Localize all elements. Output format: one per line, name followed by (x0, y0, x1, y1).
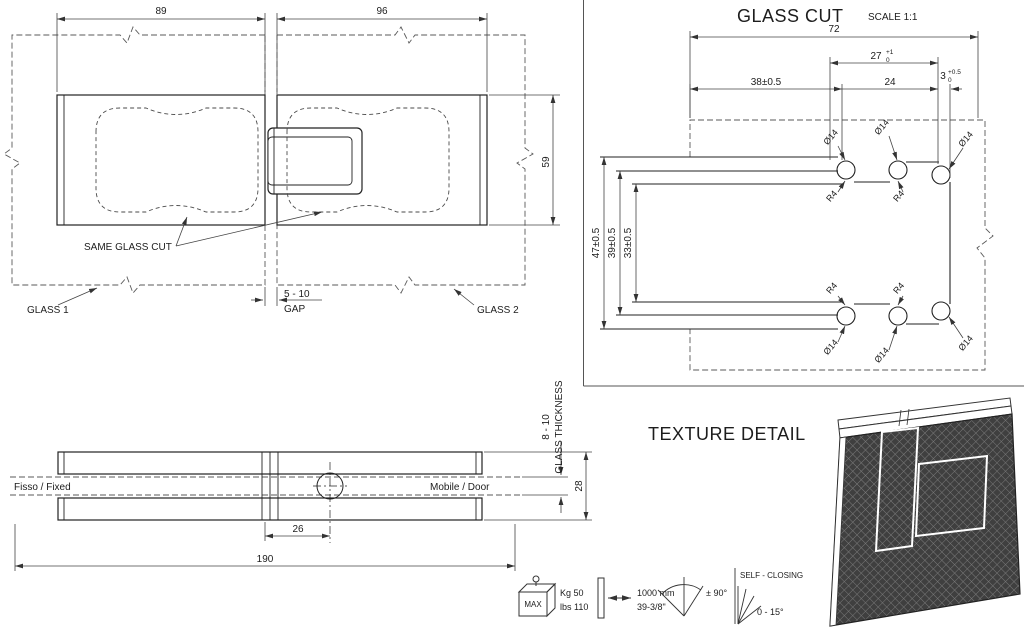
dim-27-tol-upper: +1 (886, 49, 894, 56)
hinge-body (57, 451, 483, 521)
weight-kg-label: Kg 50 (560, 588, 584, 598)
glass-boundary (689, 119, 994, 371)
sheet-dividers (583, 0, 1024, 387)
glass-cut-view: GLASS CUT SCALE 1:1 (591, 6, 994, 371)
dim-89-value: 89 (155, 6, 167, 17)
glass-thickness-dim: 8 - 10 GLASS THICKNESS (522, 380, 568, 513)
dim-47-value: 47±0.5 (591, 227, 602, 258)
self-closing-icon (734, 568, 762, 625)
dim-26: 26 (264, 522, 330, 541)
dim-27-value: 27 (870, 51, 882, 62)
glass1-label: GLASS 1 (27, 305, 69, 316)
gap-dimension: 5 - 10 GAP (251, 287, 322, 315)
mobile-label: Mobile / Door (430, 482, 490, 493)
fixed-label: Fisso / Fixed (14, 482, 71, 493)
glass-thickness-label: GLASS THICKNESS (554, 380, 565, 474)
same-glass-cut-callout: SAME GLASS CUT (84, 211, 323, 253)
radius-callout: R4 (824, 280, 839, 295)
diameter-callout: Ø14 (872, 345, 891, 364)
dim-3-value: 3 (940, 71, 946, 82)
opening-angle-icon (657, 577, 704, 617)
texture-detail-view: TEXTURE DETAIL (648, 397, 1021, 627)
glass-thickness-value: 8 - 10 (541, 414, 552, 440)
dim-96: 96 (276, 6, 488, 92)
dim-24-value: 24 (884, 77, 896, 88)
pivot (313, 462, 347, 543)
radius-callout: R4 (891, 188, 906, 203)
weight-lbs-label: lbs 110 (560, 602, 588, 612)
glass-left-edge-highlight (829, 436, 847, 627)
dim-72-value: 72 (828, 24, 840, 35)
plan-view: 89 96 59 5 - 10 GAP SAME GLASS CUT (3, 6, 560, 316)
radius-callouts: R4 R4 R4 R4 (824, 180, 906, 306)
gap-value: 5 - 10 (284, 289, 310, 300)
cut-profile (600, 156, 951, 330)
diameter-callout: Ø14 (821, 337, 840, 356)
door-width-in-label: 39-3/8" (637, 602, 666, 612)
dim-3-tol-lower: 0 (948, 77, 952, 84)
dim-96-value: 96 (376, 6, 388, 17)
dim-59-value: 59 (541, 156, 552, 168)
radius-callout: R4 (891, 280, 906, 295)
glass-panel-outlines (3, 26, 534, 294)
glass-textured-face (829, 413, 1021, 627)
max-label: MAX (524, 600, 542, 609)
hinge-outline (874, 426, 989, 553)
diameter-callout: Ø14 (821, 127, 840, 146)
glass-cut-title: GLASS CUT (737, 6, 844, 26)
glass-edges (10, 476, 520, 496)
dim-38-value: 38±0.5 (751, 77, 782, 88)
dim-59: 59 (489, 94, 560, 226)
dim-47: 47±0.5 (591, 157, 607, 329)
hinge-plates (56, 94, 488, 226)
self-closing-range-label: 0 - 15° (757, 607, 784, 617)
dim-3-tol-upper: +0.5 (948, 69, 961, 76)
dim-190: 190 (14, 524, 516, 571)
dim-39: 39±0.5 (607, 171, 623, 315)
dim-28-value: 28 (574, 480, 585, 492)
dim-33-value: 33±0.5 (623, 227, 634, 258)
dim-26-value: 26 (292, 524, 304, 535)
diameter-callout: Ø14 (956, 129, 975, 148)
dim-33: 33±0.5 (623, 184, 639, 302)
diameter-callouts: Ø14 Ø14 Ø14 Ø14 Ø14 Ø14 (821, 117, 975, 364)
dim-27: 27 +1 0 (829, 49, 939, 164)
opening-angle-label: ± 90° (706, 588, 727, 598)
dim-72: 72 (689, 24, 979, 118)
side-view: 26 190 28 8 - 10 GLASS THICKNESS Fisso /… (10, 380, 592, 571)
dim-190-value: 190 (257, 554, 274, 565)
dim-28: 28 (484, 451, 592, 521)
glass1-callout: GLASS 1 (27, 287, 98, 316)
self-closing-label: SELF - CLOSING (740, 571, 803, 580)
dim-27-tol-lower: 0 (886, 57, 890, 64)
gap-label: GAP (284, 304, 305, 315)
glass-cut-hidden-outlines (95, 107, 450, 213)
door-width-icon (597, 577, 631, 619)
glass2-label: GLASS 2 (477, 305, 519, 316)
door-width-mm-label: 1000 mm (637, 588, 675, 598)
spec-icons: MAX Kg 50 lbs 110 1000 mm 39-3/8" ± 90° … (517, 568, 803, 625)
glass-cut-scale: SCALE 1:1 (868, 12, 918, 23)
glass2-callout: GLASS 2 (453, 288, 519, 316)
texture-title: TEXTURE DETAIL (648, 424, 806, 444)
same-glass-cut-label: SAME GLASS CUT (84, 242, 172, 253)
diameter-callout: Ø14 (956, 333, 975, 352)
radius-callout: R4 (824, 188, 839, 203)
glass-3d (829, 397, 1021, 627)
max-weight-icon: MAX (517, 575, 557, 618)
dim-89: 89 (56, 6, 266, 92)
dim-39-value: 39±0.5 (607, 227, 618, 258)
